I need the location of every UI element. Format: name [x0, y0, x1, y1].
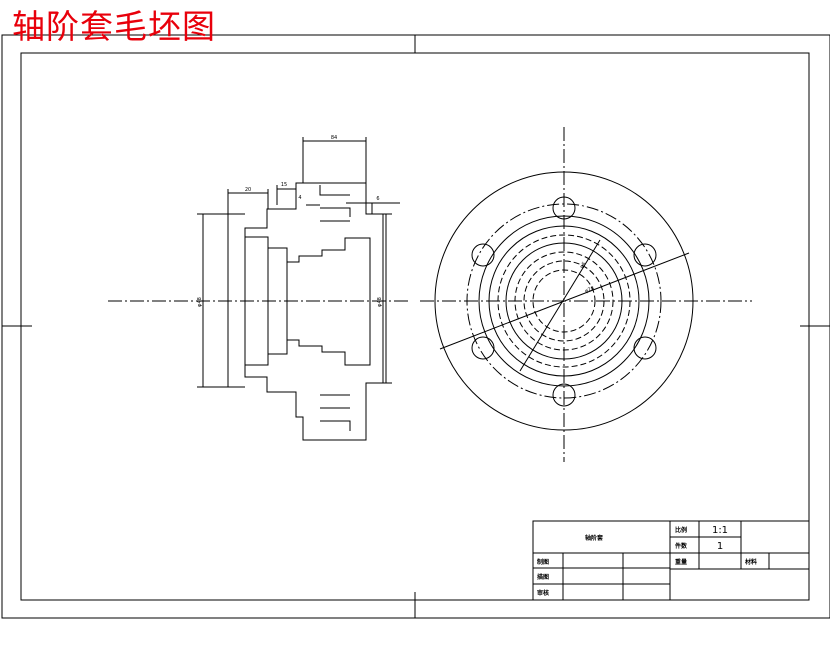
- qty-label: 件数: [675, 542, 688, 550]
- bolt-hole: [552, 196, 576, 220]
- weight-label: 重量: [675, 558, 687, 566]
- dim-dia-circle-b: φ28: [584, 286, 595, 295]
- bolt-hole: [633, 336, 657, 360]
- bolt-hole: [471, 243, 495, 267]
- end-view: [420, 127, 752, 462]
- review-label: 审核: [537, 589, 549, 597]
- bolt-hole: [471, 336, 495, 360]
- part-name: 轴阶套: [585, 534, 603, 542]
- outer-frame: [1, 34, 830, 619]
- bolt-hole: [633, 243, 657, 267]
- dim-width-a: 20: [245, 187, 251, 193]
- dim-width-d: 6: [376, 196, 379, 202]
- bolt-hole: [552, 383, 576, 407]
- dim-dia-outer: φ48: [197, 297, 203, 307]
- dim-dia-right: φ48: [377, 297, 383, 307]
- outer-profile: [244, 182, 387, 441]
- qty-value: 1: [717, 541, 723, 552]
- section-view: [108, 137, 410, 441]
- dim-top-width: 84: [331, 135, 337, 141]
- dim-dia-circle-a: φ6: [579, 261, 588, 270]
- page-title: 轴阶套毛坯图: [12, 7, 216, 46]
- dim-width-c: 4: [298, 195, 301, 201]
- design-label: 描图: [537, 573, 549, 581]
- scale-value: 1:1: [712, 525, 728, 536]
- material-label: 材料: [744, 558, 757, 566]
- draw-label: 制图: [537, 558, 549, 566]
- scale-label: 比例: [675, 526, 687, 534]
- center-marks: [2, 35, 830, 618]
- dim-width-b: 15: [281, 182, 287, 188]
- title-block: [532, 520, 810, 601]
